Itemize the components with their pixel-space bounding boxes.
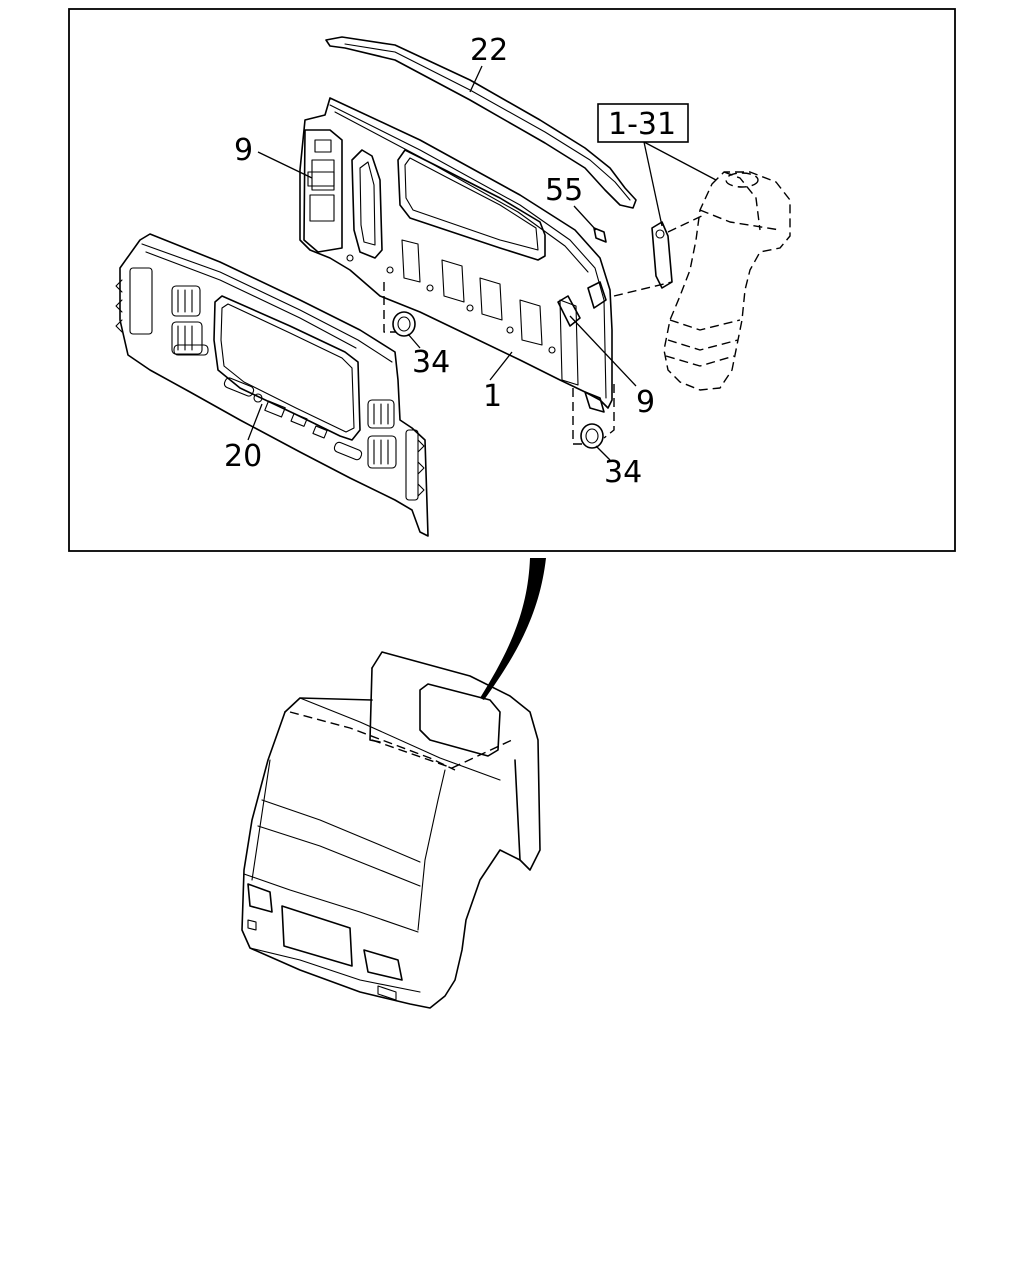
part-34-grommet-right xyxy=(572,384,615,449)
truck-cab-overview xyxy=(241,651,541,1009)
callout-34-left-label: 34 xyxy=(412,345,450,380)
callout-1-31-box xyxy=(597,103,689,143)
callout-9-right: 9 xyxy=(569,315,655,420)
callout-1-31: 1-31 xyxy=(597,103,717,227)
callout-20-label: 20 xyxy=(224,439,262,474)
detail-frame xyxy=(68,8,956,552)
callout-9-right-label: 9 xyxy=(636,385,655,420)
part-34-grommet-left xyxy=(383,282,416,337)
callout-9-left: 9 xyxy=(234,133,313,179)
callout-22-label: 22 xyxy=(470,33,508,68)
callout-34-right: 34 xyxy=(595,445,642,490)
callout-20: 20 xyxy=(224,403,263,474)
callout-1-label: 1 xyxy=(483,379,502,414)
callout-34-left: 34 xyxy=(407,333,450,380)
callout-1: 1 xyxy=(483,351,513,414)
callout-34-right-label: 34 xyxy=(604,455,642,490)
callout-1-31-label: 1-31 xyxy=(608,107,676,142)
part-22-seal xyxy=(325,36,637,209)
part-1-31-duct xyxy=(613,171,791,391)
detail-pointer xyxy=(480,558,546,700)
part-9-clip-right xyxy=(557,295,581,327)
callout-55: 55 xyxy=(545,173,597,231)
part-9-clip-left xyxy=(307,171,335,187)
callout-22: 22 xyxy=(469,33,508,93)
callout-9-left-label: 9 xyxy=(234,133,253,168)
part-1-rear-panel xyxy=(299,97,613,413)
callout-55-label: 55 xyxy=(545,173,583,208)
part-55-plug xyxy=(593,227,607,243)
part-20-outer-panel xyxy=(115,233,429,537)
